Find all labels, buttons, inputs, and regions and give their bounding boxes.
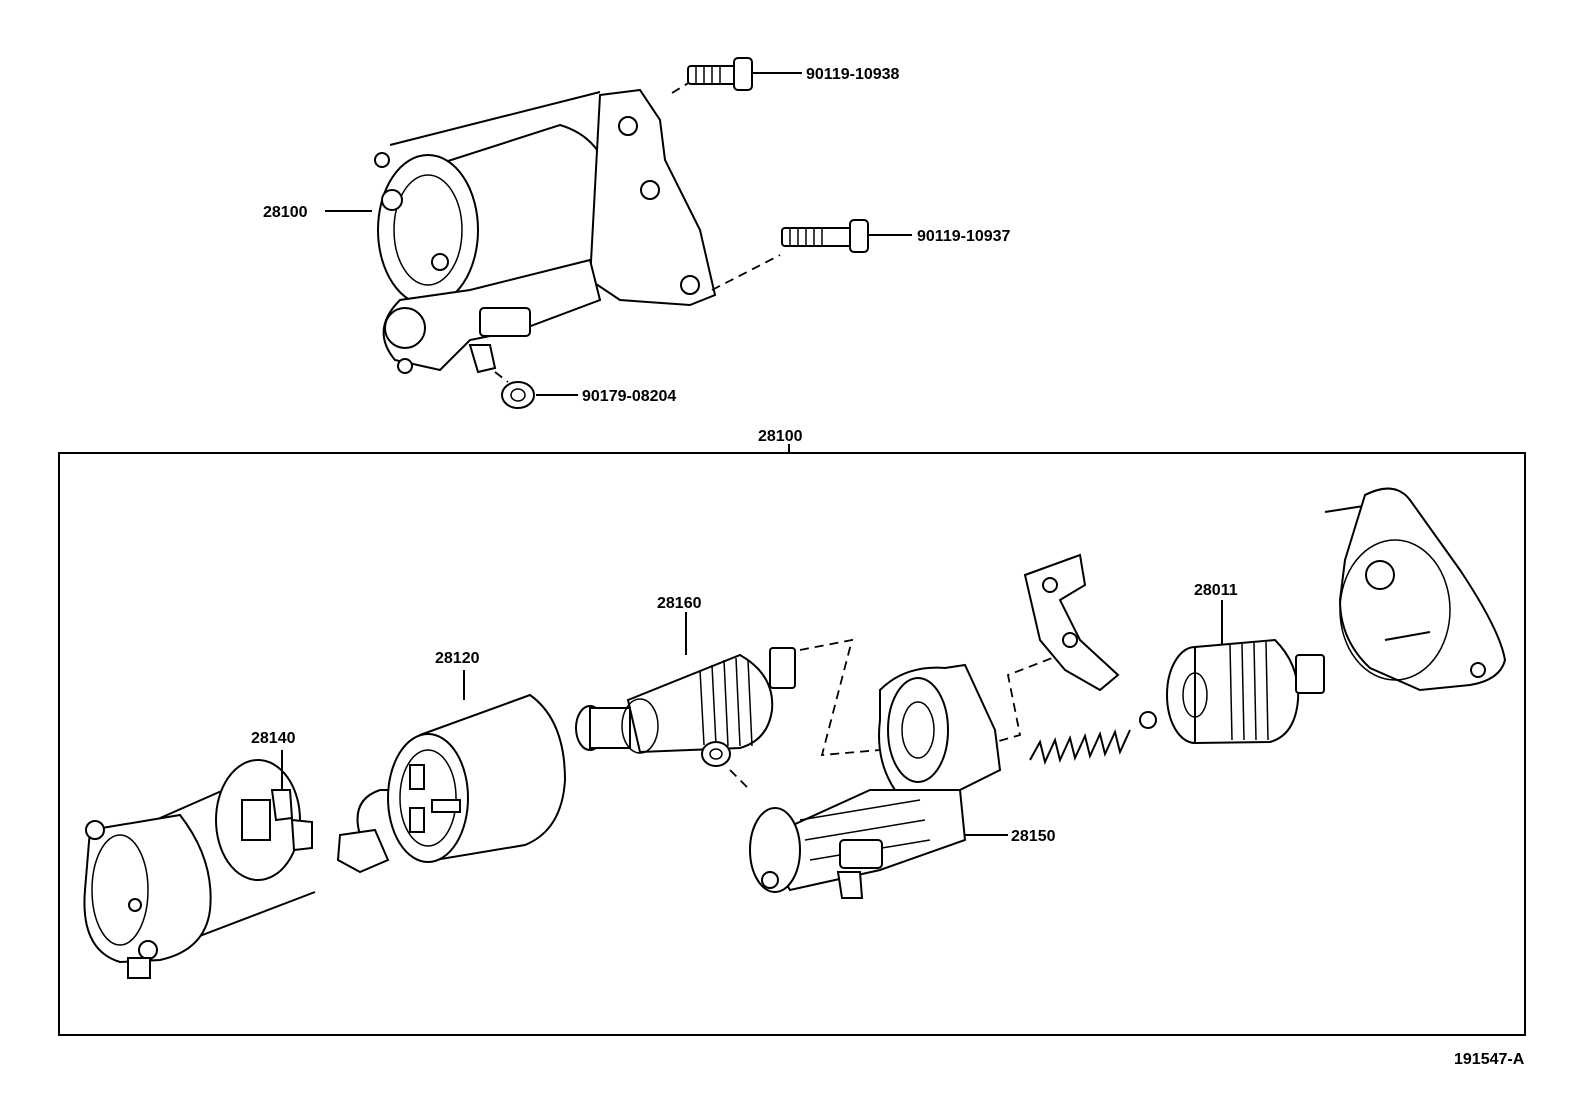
label-field-housing: 28150 <box>1011 828 1056 845</box>
exploded-view-frame <box>58 452 1526 1036</box>
lever-bracket-drawing <box>1023 553 1120 692</box>
starter-assembly-drawing <box>374 81 781 374</box>
end-cover-drawing <box>83 774 316 979</box>
label-yoke: 28120 <box>435 650 480 667</box>
brush-holder-drawing <box>215 750 313 881</box>
small-nut-drawing <box>701 741 751 791</box>
label-brush-holder: 28140 <box>251 730 296 747</box>
bolt-upper <box>687 57 802 91</box>
bolt-lower <box>781 219 912 253</box>
yoke-drawing <box>387 670 567 863</box>
nut <box>494 371 578 409</box>
figure-id: 191547-A <box>1454 1051 1525 1068</box>
field-housing-drawing <box>749 663 1008 899</box>
label-nut: 90179-08204 <box>582 388 676 405</box>
lead-wire-drawing <box>336 789 400 874</box>
bracket-guide <box>984 654 1061 746</box>
drive-clutch-drawing <box>1166 600 1325 745</box>
armature-drawing <box>575 612 796 754</box>
label-drive-clutch: 28011 <box>1194 582 1238 599</box>
label-bolt-upper: 90119-10938 <box>806 66 900 83</box>
label-starter-top: 28100 <box>263 204 308 221</box>
label-assembly: 28100 <box>758 428 803 445</box>
label-armature: 28160 <box>657 595 702 612</box>
return-spring-drawing <box>1029 711 1157 766</box>
drive-housing-drawing <box>1324 487 1507 692</box>
label-bolt-lower: 90119-10937 <box>917 228 1011 245</box>
armature-guide <box>799 638 881 757</box>
